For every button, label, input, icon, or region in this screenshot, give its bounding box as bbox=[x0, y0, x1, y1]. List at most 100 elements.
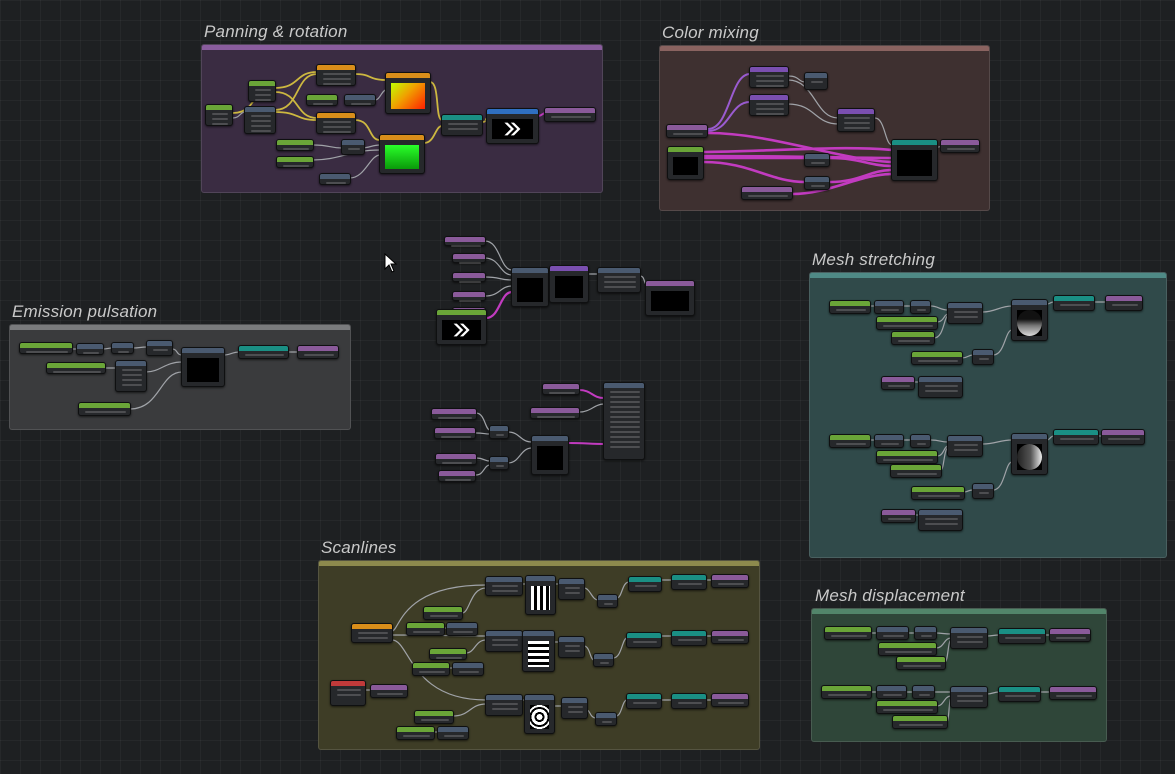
group-frame-emission[interactable] bbox=[9, 324, 351, 430]
node-e4[interactable] bbox=[146, 340, 173, 356]
node-s-e2[interactable] bbox=[671, 630, 707, 646]
node-m6[interactable] bbox=[891, 331, 935, 345]
node-m19[interactable] bbox=[911, 486, 965, 500]
node-s-d3[interactable] bbox=[626, 693, 662, 709]
node-panner-b[interactable] bbox=[316, 112, 356, 134]
node-md5[interactable] bbox=[878, 642, 937, 656]
node-tex-cm[interactable] bbox=[667, 146, 704, 180]
node-s-d[interactable] bbox=[628, 576, 662, 592]
group-frame-mesh-stretching[interactable] bbox=[809, 272, 1167, 558]
node-multiply-p[interactable] bbox=[341, 139, 365, 155]
node-md6[interactable] bbox=[896, 656, 946, 670]
node-c-lerp[interactable] bbox=[549, 265, 589, 303]
node-d6[interactable] bbox=[438, 470, 476, 482]
node-e-tex[interactable] bbox=[181, 347, 225, 387]
node-d-b[interactable] bbox=[489, 456, 509, 470]
node-s4[interactable] bbox=[446, 622, 478, 636]
node-d1[interactable] bbox=[542, 383, 580, 395]
node-s7[interactable] bbox=[452, 662, 484, 676]
node-d-master[interactable] bbox=[603, 382, 645, 460]
node-md-out[interactable] bbox=[1049, 628, 1091, 642]
node-m20[interactable] bbox=[972, 483, 994, 499]
node-s9[interactable] bbox=[370, 684, 408, 698]
node-add-p[interactable] bbox=[441, 114, 483, 136]
node-rotate[interactable] bbox=[244, 106, 276, 134]
node-s-a2[interactable] bbox=[485, 630, 523, 652]
node-m10[interactable] bbox=[881, 376, 915, 390]
node-s-e[interactable] bbox=[671, 574, 707, 590]
node-param-d[interactable] bbox=[276, 156, 314, 168]
node-s10[interactable] bbox=[414, 710, 454, 724]
node-e-out[interactable] bbox=[297, 345, 339, 359]
node-s-b2[interactable] bbox=[558, 636, 585, 658]
node-c3[interactable] bbox=[452, 272, 486, 283]
node-texture-green[interactable] bbox=[379, 134, 425, 174]
node-s-o2[interactable] bbox=[711, 630, 749, 644]
node-param-b[interactable] bbox=[344, 94, 376, 106]
node-s1[interactable] bbox=[351, 623, 393, 643]
node-m-out2[interactable] bbox=[1101, 429, 1145, 445]
node-panning-output[interactable] bbox=[544, 107, 596, 122]
node-c-mix[interactable] bbox=[511, 267, 549, 307]
node-s6[interactable] bbox=[412, 662, 450, 676]
node-s-rg[interactable] bbox=[524, 694, 555, 734]
node-c-out[interactable] bbox=[645, 280, 695, 316]
node-d5[interactable] bbox=[435, 453, 477, 465]
node-m16[interactable] bbox=[876, 450, 938, 464]
node-m7[interactable] bbox=[1053, 295, 1095, 311]
node-s3[interactable] bbox=[406, 622, 445, 636]
node-m8[interactable] bbox=[911, 351, 963, 365]
node-s-c[interactable] bbox=[597, 594, 618, 608]
node-e2[interactable] bbox=[76, 343, 104, 355]
node-md9[interactable] bbox=[876, 685, 907, 699]
node-color-a[interactable] bbox=[749, 66, 789, 88]
node-m21[interactable] bbox=[881, 509, 916, 523]
node-c4[interactable] bbox=[452, 291, 486, 302]
node-mult-cm[interactable] bbox=[804, 72, 828, 90]
node-md8[interactable] bbox=[821, 685, 872, 699]
node-output-p[interactable] bbox=[486, 108, 539, 144]
node-md4[interactable] bbox=[950, 627, 988, 649]
node-c2[interactable] bbox=[452, 253, 486, 264]
node-uv[interactable] bbox=[205, 104, 233, 126]
node-d3[interactable] bbox=[431, 408, 477, 420]
node-s-hl[interactable] bbox=[522, 630, 555, 672]
node-md3[interactable] bbox=[914, 626, 937, 640]
node-e8[interactable] bbox=[78, 402, 131, 416]
node-param-cm2[interactable] bbox=[741, 186, 793, 200]
node-md11[interactable] bbox=[950, 686, 988, 708]
node-m-sph2[interactable] bbox=[1011, 433, 1048, 475]
node-md7[interactable] bbox=[998, 628, 1046, 644]
node-param-cm[interactable] bbox=[666, 124, 708, 138]
node-s11[interactable] bbox=[396, 726, 435, 740]
node-lerp-cm[interactable] bbox=[837, 108, 875, 132]
node-e3[interactable] bbox=[111, 342, 134, 354]
node-md14[interactable] bbox=[998, 686, 1041, 702]
node-s-vl[interactable] bbox=[525, 575, 556, 615]
node-md10[interactable] bbox=[912, 685, 935, 699]
node-m22[interactable] bbox=[918, 509, 963, 531]
node-s-c2[interactable] bbox=[593, 653, 614, 667]
node-m12[interactable] bbox=[829, 434, 871, 448]
node-m3[interactable] bbox=[910, 300, 931, 314]
node-md13[interactable] bbox=[892, 715, 948, 729]
node-s8[interactable] bbox=[330, 680, 366, 706]
node-m11[interactable] bbox=[918, 376, 963, 398]
node-time-p[interactable] bbox=[319, 173, 351, 185]
node-param-c[interactable] bbox=[276, 139, 314, 151]
node-s-o1[interactable] bbox=[711, 574, 749, 588]
node-s-e3[interactable] bbox=[671, 693, 707, 709]
node-m4[interactable] bbox=[947, 302, 983, 324]
node-m-out[interactable] bbox=[1105, 295, 1143, 311]
node-md2[interactable] bbox=[876, 626, 909, 640]
node-s-c3[interactable] bbox=[595, 712, 617, 726]
node-s5[interactable] bbox=[429, 648, 467, 660]
node-m-sph[interactable] bbox=[1011, 299, 1048, 341]
node-m17[interactable] bbox=[890, 464, 942, 478]
node-s-o3[interactable] bbox=[711, 693, 749, 707]
node-s-a3[interactable] bbox=[485, 694, 523, 716]
node-e5[interactable] bbox=[46, 362, 106, 374]
node-color-b[interactable] bbox=[749, 94, 789, 116]
node-s-d2[interactable] bbox=[626, 632, 662, 648]
